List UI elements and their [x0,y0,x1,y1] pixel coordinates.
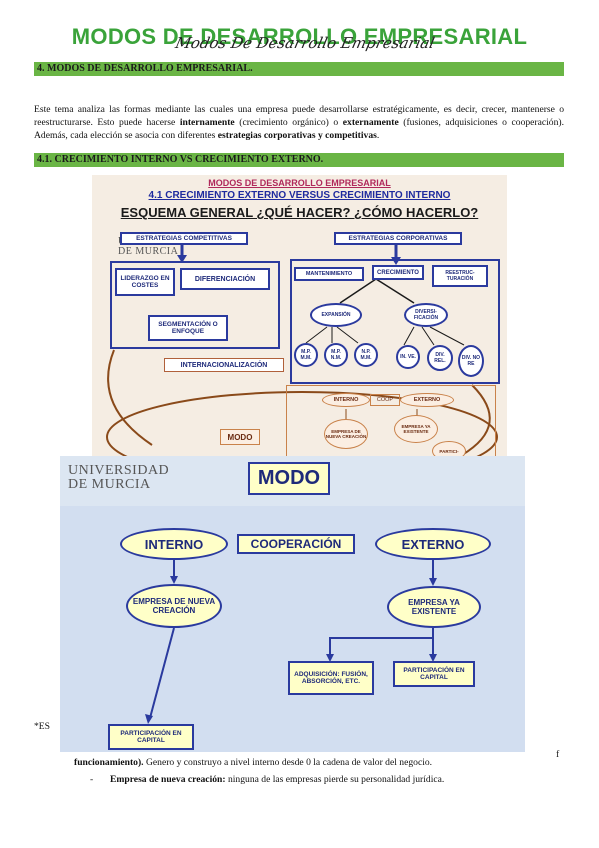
ya-existente-node: EMPRESA YA EXISTENTE [387,586,481,628]
interno-small-node: INTERNO [322,393,370,407]
bullet-dash: - [90,774,94,785]
modo-group [286,385,496,460]
page-title: MODOS DE DESARROLLO EMPRESARIAL [71,24,528,49]
footer-line-1: funcionamiento). Genero y construyo a ni… [74,757,433,768]
interno-node: INTERNO [120,528,228,560]
ya-existente-small-node: EMPRESA YA EXISTENTE [394,415,438,443]
slide2-connectors [145,560,437,724]
in-ve-node: IN. VE. [396,345,420,369]
slide1-title: MODOS DE DESARROLLO EMPRESARIAL [208,178,391,188]
intro-paragraph: Este tema analiza las formas mediante la… [34,104,564,141]
div-no-re-node: DIV. NO RE [458,345,484,377]
slide-esquema-general: MODOS DE DESARROLLO EMPRESARIAL 4.1 CREC… [92,175,507,460]
handwritten-title: Modos De Desarrollo Empresarial [173,34,437,52]
adquisicion-box: ADQUISICIÓN: FUSIÓN, ABSORCIÓN, ETC. [288,661,374,695]
margin-note-left: *ES [34,721,50,732]
mp-nm-node: M.P. N.M. [324,343,348,367]
competitivas-group [110,261,280,349]
slide1-question: ESQUEMA GENERAL ¿QUÉ HACER? ¿CÓMO HACERL… [120,205,479,220]
mp-mm-node: M.P. M.M. [294,343,318,367]
crecimiento-box: CRECIMIENTO [372,265,424,280]
internacionalizacion-box: INTERNACIONALIZACIÓN [164,358,284,372]
liderazgo-box: LIDERAZGO EN COSTES [115,268,175,296]
corporativas-group [290,259,500,384]
slide1-subtitle: 4.1 CRECIMIENTO EXTERNO VERSUS CRECIMIEN… [148,190,451,201]
segmentacion-box: SEGMENTACIÓN O ENFOQUE [148,315,228,341]
modo-box: MODO [248,462,330,495]
estrategias-competitivas-box: ESTRATEGIAS COMPETITIVAS [120,232,248,245]
diversificacion-node: DIVERSI-FICACIÓN [404,303,448,327]
diferenciacion-box: DIFERENCIACIÓN [180,268,270,290]
modo-small-box: MODO [220,429,260,445]
university-logo: UNIVERSIDAD DE MURCIA [68,463,170,492]
footer-bullet-line: -Empresa de nueva creación: ninguna de l… [90,774,445,785]
externo-small-node: EXTERNO [400,393,454,407]
expansion-node: EXPANSIÓN [310,303,362,327]
mantenimiento-box: MANTENIMIENTO [294,267,364,281]
partic-small-node: PARTICI- [432,441,466,460]
reestructuracion-box: REESTRUC-TURACIÓN [432,265,488,287]
margin-note-right: f [556,749,560,760]
nueva-creacion-node: EMPRESA DE NUEVA CREACIÓN [126,584,222,628]
np-mm-node: N.P. M.M. [354,343,378,367]
externo-node: EXTERNO [375,528,491,560]
cooperacion-box: COOPERACIÓN [237,534,355,554]
estrategias-corporativas-box: ESTRATEGIAS CORPORATIVAS [334,232,462,245]
coop-small-box: COOP [370,394,400,406]
participacion-capital-right-box: PARTICIPACIÓN EN CAPITAL [393,661,475,687]
section-4-1-heading: 4.1. CRECIMIENTO INTERNO VS CRECIMIENTO … [34,153,564,167]
nueva-creacion-small-node: EMPRESA DE NUEVA CREACIÓN [324,419,368,449]
slide-modo: UNIVERSIDAD DE MURCIA MODO INTERNO COOPE… [60,456,525,752]
participacion-capital-left-box: PARTICIPACIÓN EN CAPITAL [108,724,194,750]
section-4-heading: 4. MODOS DE DESARROLLO EMPRESARIAL. [34,62,564,76]
div-rel-node: DIV. REL. [427,345,453,371]
